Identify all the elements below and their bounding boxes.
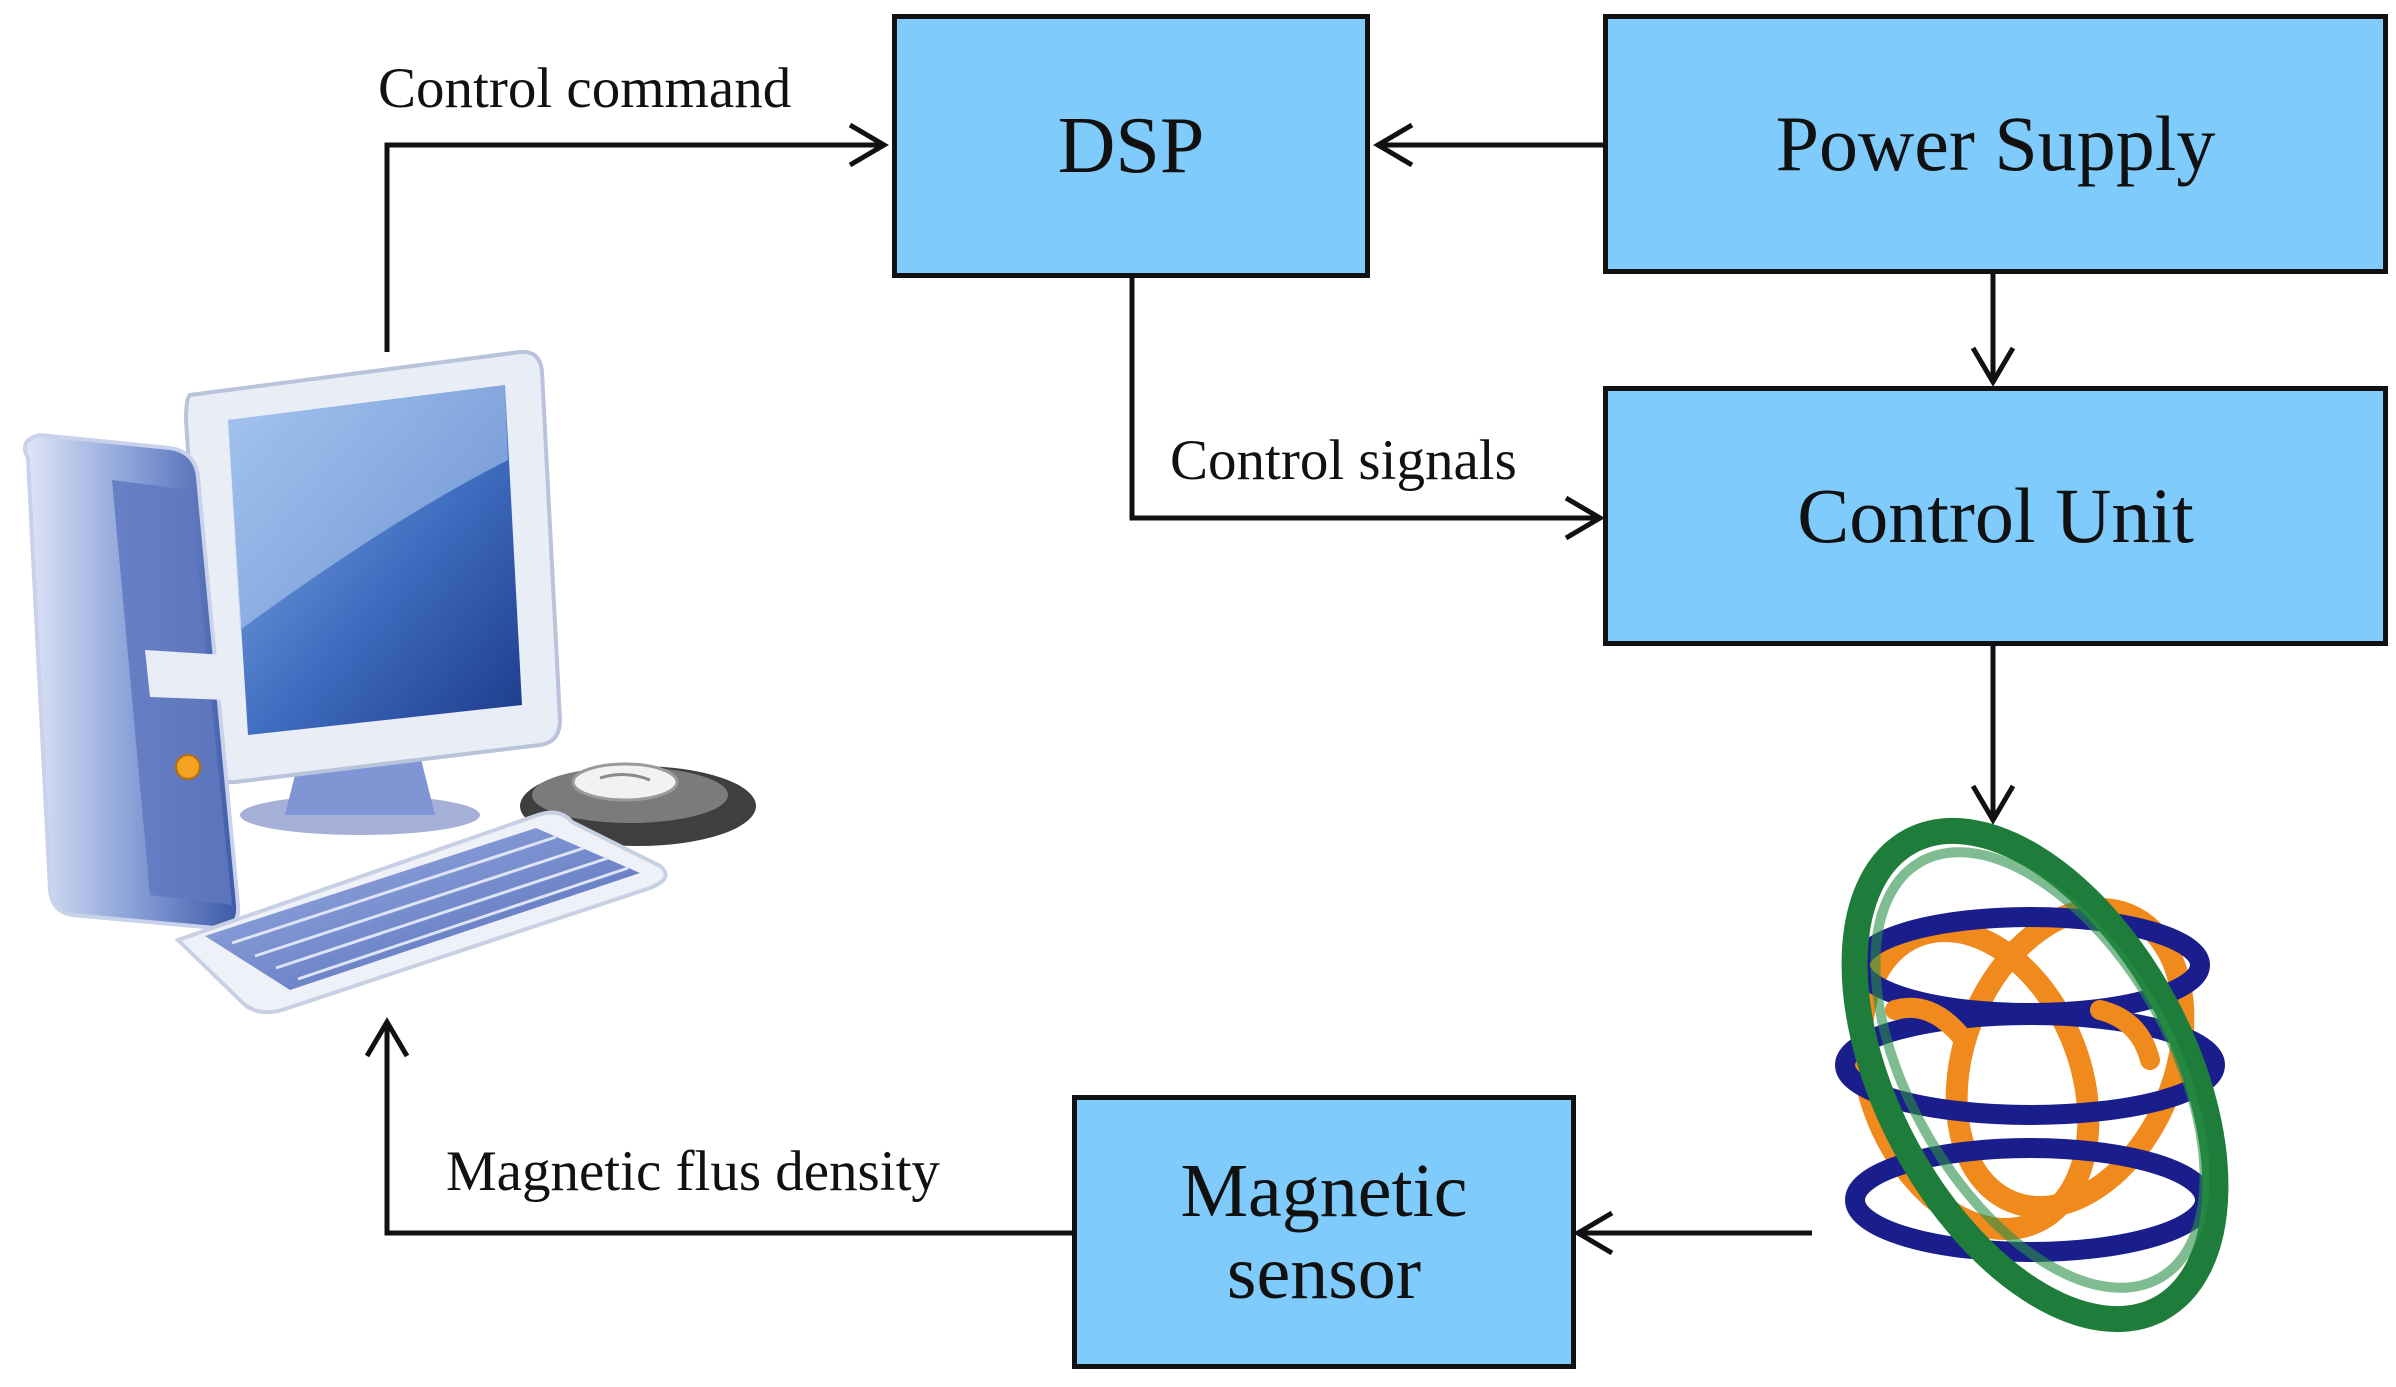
power-supply-block: Power Supply: [1603, 14, 2388, 274]
dsp-label: DSP: [1057, 101, 1205, 190]
dsp-block: DSP: [892, 14, 1370, 278]
arrow-pc-to-dsp: [384, 142, 880, 352]
arrowhead-control-left: [1564, 495, 1605, 541]
arrowhead-pc: [364, 1017, 410, 1058]
magnetic-sensor-label-line2: sensor: [1226, 1231, 1422, 1315]
arrow-sensor-to-pc: [384, 1024, 1072, 1236]
arrowhead-dsp: [848, 122, 889, 168]
helmholtz-coil-icon: [1835, 817, 2229, 1333]
control-command-label: Control command: [378, 57, 792, 120]
magnetic-sensor-label-line1: Magnetic: [1180, 1148, 1468, 1233]
control-unit-label: Control Unit: [1797, 471, 2194, 559]
arrowhead-control-top: [1970, 346, 2016, 387]
connectors: [364, 122, 2016, 1256]
magnetic-sensor-block: Magnetic sensor: [1072, 1095, 1576, 1369]
control-unit-block: Control Unit: [1603, 386, 2388, 646]
arrowhead-dsp-right: [1373, 122, 1414, 168]
control-signals-label: Control signals: [1170, 429, 1517, 492]
arrowhead-sensor: [1573, 1210, 1614, 1256]
arrowhead-coil: [1970, 784, 2016, 825]
magnetic-flux-density-label: Magnetic flus density: [446, 1140, 940, 1203]
arrow-dsp-to-control: [1129, 277, 1598, 521]
desktop-computer-icon: [23, 349, 756, 1015]
power-supply-label: Power Supply: [1775, 99, 2216, 187]
